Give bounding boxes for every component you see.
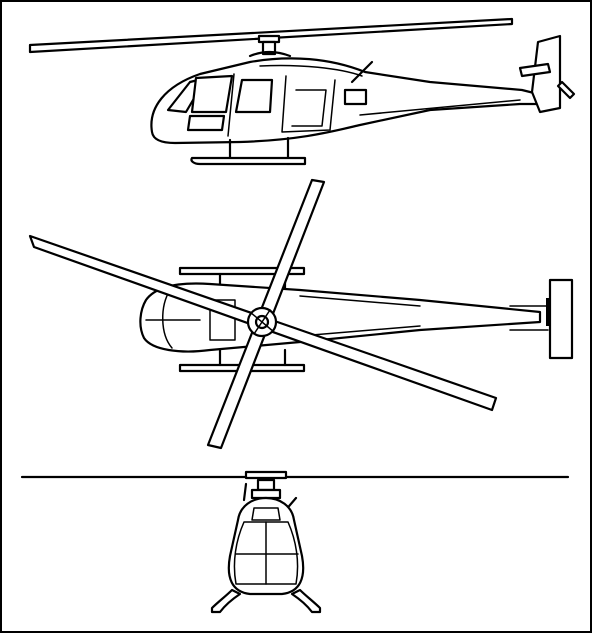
side-vertical-fin bbox=[530, 34, 562, 114]
front-landing-skids bbox=[210, 588, 322, 614]
side-door-window bbox=[234, 78, 274, 114]
top-view bbox=[28, 178, 574, 450]
side-chin-window bbox=[186, 114, 226, 132]
front-rotor-mast bbox=[256, 478, 276, 492]
front-skid-left bbox=[210, 588, 242, 614]
side-cabin-door-window bbox=[291, 89, 327, 127]
top-fuselage bbox=[139, 282, 542, 353]
side-front-window bbox=[190, 74, 234, 114]
front-mast-fairing bbox=[250, 488, 282, 500]
side-landing-skids bbox=[190, 136, 307, 166]
side-cowling-line bbox=[259, 64, 363, 77]
top-tail-fin bbox=[548, 278, 574, 360]
side-mast-fairing bbox=[248, 50, 292, 58]
front-skid-right bbox=[290, 588, 322, 614]
top-skid-upper bbox=[178, 266, 306, 276]
top-cabin-panel bbox=[209, 299, 236, 341]
side-skid bbox=[190, 156, 307, 166]
front-top-panel bbox=[251, 507, 281, 521]
side-tail-rotor bbox=[556, 80, 576, 100]
front-pitch-link bbox=[242, 482, 248, 502]
side-main-rotor bbox=[28, 17, 514, 58]
side-antenna bbox=[350, 60, 374, 84]
front-windscreen bbox=[233, 521, 299, 585]
top-hub-links bbox=[249, 309, 275, 335]
top-tail-rotor bbox=[546, 298, 551, 326]
side-tail bbox=[518, 34, 576, 114]
side-cabin-door bbox=[281, 75, 336, 133]
top-boom-lines bbox=[299, 295, 421, 337]
side-horizontal-stabilizer bbox=[518, 62, 552, 78]
front-rotor-hub bbox=[244, 470, 288, 480]
top-main-rotor bbox=[28, 178, 498, 450]
side-tailboom-line bbox=[359, 99, 521, 116]
front-view bbox=[20, 470, 570, 614]
side-view bbox=[28, 17, 576, 166]
side-door-line-1 bbox=[227, 73, 235, 137]
top-tail-stab bbox=[509, 305, 549, 331]
side-rear-window bbox=[343, 88, 368, 106]
